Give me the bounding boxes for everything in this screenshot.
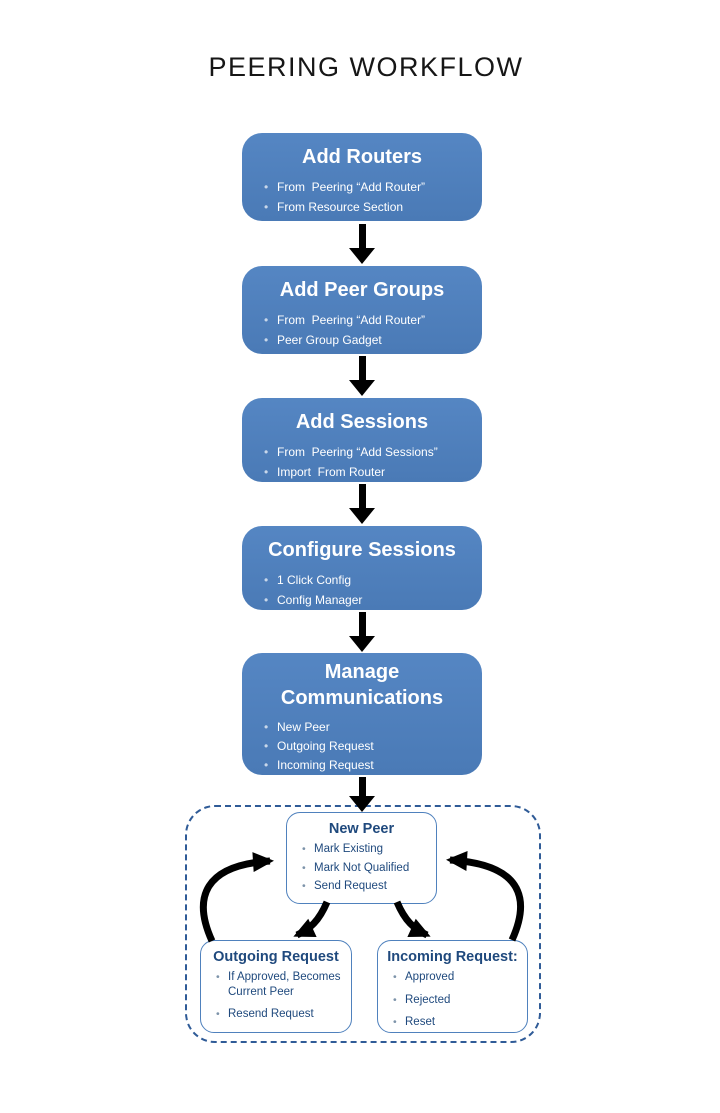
- bullet-item: If Approved, Becomes Current Peer: [216, 970, 347, 999]
- detail-box-incoming-request: Incoming Request: Approved Rejected Rese…: [377, 940, 528, 1033]
- flow-box-heading: Add Peer Groups: [279, 279, 445, 301]
- flow-box-heading: Manage Communications: [280, 661, 444, 709]
- bullet-item: Resend Request: [216, 1007, 347, 1022]
- bullet-item: Reset: [393, 1015, 523, 1030]
- bullet-item: Import From Router: [264, 462, 474, 482]
- flow-box-bullet-list: From Peering “Add Router” From Resource …: [242, 177, 482, 217]
- flow-box-heading: Configure Sessions: [268, 539, 456, 561]
- detail-box-outgoing-request: Outgoing Request If Approved, Becomes Cu…: [200, 940, 352, 1033]
- flow-box-add-sessions: Add Sessions From Peering “Add Sessions”…: [242, 398, 482, 482]
- page-title: PEERING WORKFLOW: [208, 52, 524, 82]
- flow-box-manage-communications: Manage Communications New Peer Outgoing …: [242, 653, 482, 775]
- bullet-item: From Peering “Add Router”: [264, 177, 474, 197]
- down-arrow-icon: [349, 356, 375, 396]
- bullet-item: From Peering “Add Sessions”: [264, 442, 474, 462]
- flow-box-bullet-list: From Peering “Add Sessions” Import From …: [242, 442, 482, 482]
- bullet-item: Mark Existing: [302, 842, 432, 857]
- flow-box-heading: Add Routers: [302, 146, 422, 168]
- bullet-item: New Peer: [264, 718, 474, 737]
- flow-box-bullet-list: From Peering “Add Router” Peer Group Gad…: [242, 310, 482, 350]
- bullet-item: Rejected: [393, 993, 523, 1008]
- bullet-item: From Peering “Add Router”: [264, 310, 474, 330]
- down-arrow-icon: [349, 612, 375, 652]
- bullet-item: Send Request: [302, 879, 432, 894]
- flow-box-bullet-list: 1 Click Config Config Manager: [242, 570, 482, 610]
- bullet-item: Incoming Request: [264, 756, 474, 775]
- detail-bullet-list: Approved Rejected Reset: [378, 970, 527, 1030]
- down-arrow-icon: [349, 224, 375, 264]
- flow-box-bullet-list: New Peer Outgoing Request Incoming Reque…: [242, 718, 482, 775]
- down-arrow-icon: [349, 484, 375, 524]
- detail-box-heading: Incoming Request:: [387, 949, 518, 965]
- bullet-item: Approved: [393, 970, 523, 985]
- flow-box-add-peer-groups: Add Peer Groups From Peering “Add Router…: [242, 266, 482, 354]
- detail-bullet-list: Mark Existing Mark Not Qualified Send Re…: [287, 842, 436, 894]
- bullet-item: Outgoing Request: [264, 737, 474, 756]
- detail-bullet-list: If Approved, Becomes Current Peer Resend…: [201, 970, 351, 1022]
- detail-box-heading: New Peer: [328, 821, 395, 837]
- bullet-item: Peer Group Gadget: [264, 330, 474, 350]
- down-arrow-icon: [349, 777, 375, 812]
- flow-box-configure-sessions: Configure Sessions 1 Click Config Config…: [242, 526, 482, 610]
- flow-box-heading: Add Sessions: [295, 411, 429, 433]
- detail-box-new-peer: New Peer Mark Existing Mark Not Qualifie…: [286, 812, 437, 904]
- bullet-item: From Resource Section: [264, 197, 474, 217]
- bullet-item: Config Manager: [264, 590, 474, 610]
- bullet-item: 1 Click Config: [264, 570, 474, 590]
- detail-box-heading: Outgoing Request: [213, 949, 339, 965]
- bullet-item: Mark Not Qualified: [302, 861, 432, 876]
- flow-box-add-routers: Add Routers From Peering “Add Router” Fr…: [242, 133, 482, 221]
